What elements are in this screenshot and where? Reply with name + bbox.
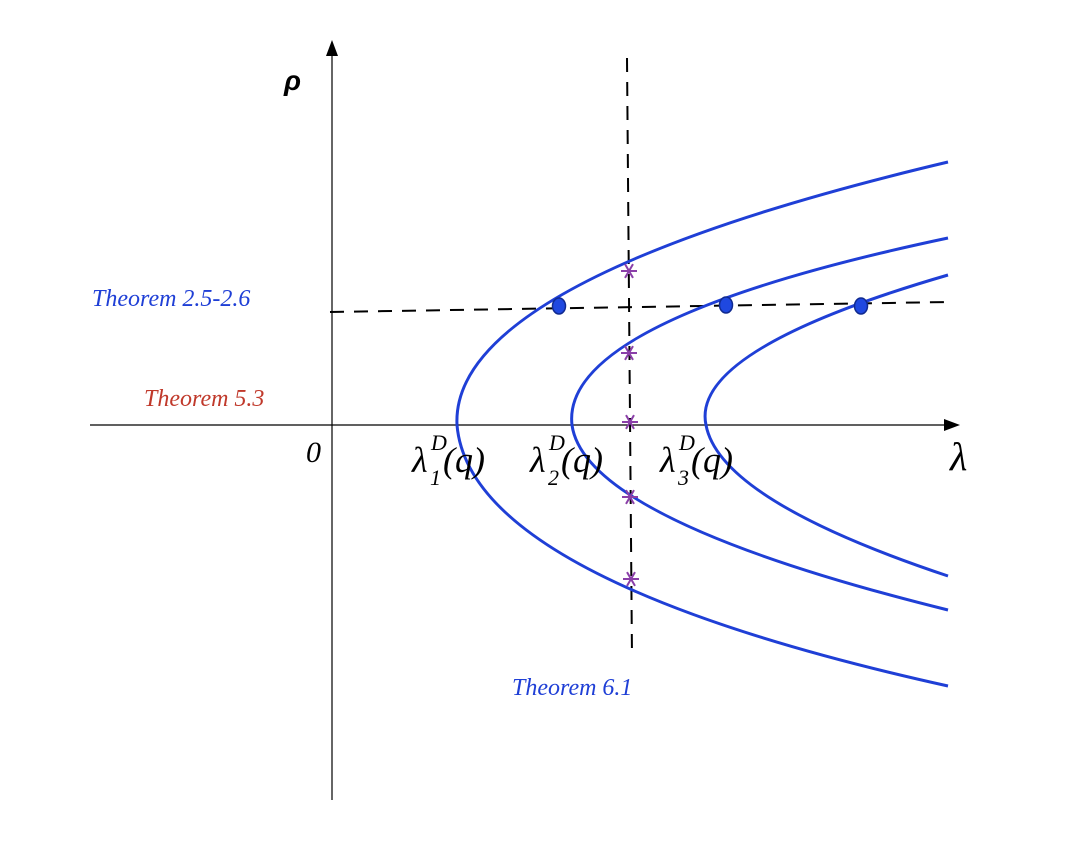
eigencurve-3 (703, 273, 949, 578)
theorem-vertical-label: Theorem 6.1 (512, 675, 632, 701)
eigenvalue-subscript: 1 (430, 465, 441, 490)
eigenvalue-label-2: λ D 2 (q) (529, 430, 603, 490)
eigenvalue-symbol: λ (411, 440, 428, 480)
intersection-star (622, 414, 638, 430)
intersection-star (623, 571, 639, 587)
intersection-stars (621, 263, 639, 587)
intersection-dots (551, 296, 869, 315)
horizontal-dashed-line (329, 301, 949, 313)
intersection-dot (853, 297, 869, 315)
eigenvalue-subscript: 3 (677, 465, 689, 490)
intersection-star (621, 345, 637, 361)
intersection-star (621, 263, 637, 279)
intersection-star (622, 489, 638, 505)
vertical-dashed-line (626, 57, 633, 659)
eigenvalue-label-3: λ D 3 (q) (659, 430, 733, 490)
eigencurve-2 (570, 236, 949, 612)
eigenvalue-symbol: λ (529, 440, 546, 480)
eigenvalue-superscript: D (678, 430, 695, 455)
eigenvalue-superscript: D (548, 430, 565, 455)
eigenvalue-symbol: λ (659, 440, 676, 480)
origin-label: 0 (306, 436, 321, 469)
rho-axis-label: ρ (283, 65, 301, 96)
intersection-dot (551, 297, 567, 315)
lambda-axis-label: λ (949, 434, 967, 479)
eigenvalue-argument: (q) (443, 440, 485, 480)
intersection-dot (718, 296, 734, 314)
eigenvalue-argument: (q) (691, 440, 733, 480)
eigenvalue-argument: (q) (561, 440, 603, 480)
theorem-horizontal-label: Theorem 2.5-2.6 (92, 286, 250, 312)
rho-axis-arrow (326, 40, 338, 56)
lambda-axis-arrow (944, 419, 960, 431)
eigenvalue-subscript: 2 (548, 465, 559, 490)
eigenvalue-label-1: λ D 1 (q) (411, 430, 485, 490)
eigencurve-1 (455, 160, 949, 688)
eigenvalue-superscript: D (430, 430, 447, 455)
theorem-axis-label: Theorem 5.3 (144, 386, 264, 412)
